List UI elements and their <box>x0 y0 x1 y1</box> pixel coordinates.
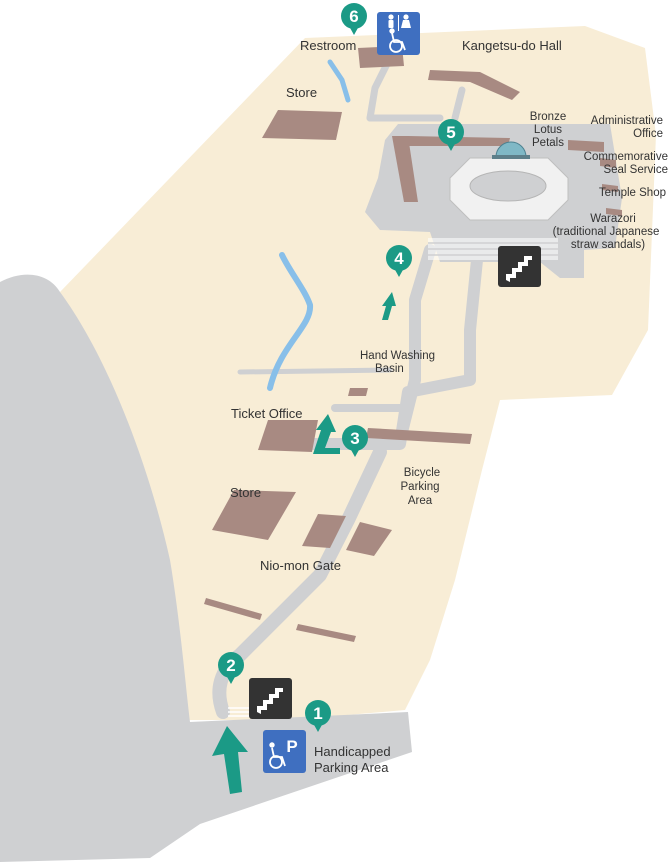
restroom-icon <box>388 14 411 31</box>
map-labels: Restroom Kangetsu-do Hall Store Bronze L… <box>230 38 668 775</box>
wall-segment-west <box>204 598 262 620</box>
marker-6-number: 6 <box>349 7 358 26</box>
marker-1[interactable]: 1 <box>305 700 331 732</box>
restroom-accessible-sign <box>377 12 420 55</box>
store-north-building <box>262 110 342 140</box>
label-bicycle-parking-area-3: Area <box>408 495 433 507</box>
store-south-building <box>212 490 296 540</box>
stairs-sign-lower <box>249 678 292 719</box>
lotus-basin-icon <box>492 141 530 159</box>
ticket-office-building <box>258 420 318 452</box>
handicapped-parking-sign: P <box>263 730 306 773</box>
temple-shop-building <box>602 184 618 192</box>
label-commemorative-seal-service-1: Commemorative <box>584 151 668 163</box>
label-temple-shop: Temple Shop <box>599 187 666 199</box>
label-administrative-office-1: Administrative <box>591 115 663 127</box>
label-hand-washing-basin-2: Basin <box>375 363 404 375</box>
stream-south <box>267 252 314 391</box>
hand-washing-basin-building <box>348 388 368 396</box>
marker-2[interactable]: 2 <box>218 652 244 684</box>
label-kangetsu-do-hall: Kangetsu-do Hall <box>462 38 562 53</box>
label-administrative-office-2: Office <box>633 128 663 140</box>
label-bronze-lotus-petals-1: Bronze <box>530 111 566 123</box>
stairs-sign-upper <box>498 246 541 287</box>
gate-building-west <box>302 514 346 548</box>
main-road <box>0 274 412 862</box>
gate-building-east <box>346 522 392 556</box>
marker-1-number: 1 <box>313 704 322 723</box>
marker-2-number: 2 <box>226 656 235 675</box>
route-arrow-icon <box>212 292 396 794</box>
stream-north <box>327 59 351 103</box>
buildings <box>204 46 622 642</box>
wall-segment-east <box>296 624 356 642</box>
marker-4-number: 4 <box>394 249 404 268</box>
kangetsu-do-hall-building <box>428 70 520 100</box>
main-hall-ring <box>469 170 547 202</box>
marker-3-number: 3 <box>350 429 359 448</box>
label-warazori-1: Warazori <box>590 213 636 225</box>
route-arrow-ticket <box>313 414 340 454</box>
label-store-north: Store <box>286 85 317 100</box>
label-warazori-2: (traditional Japanese <box>553 226 660 238</box>
marker-3[interactable]: 3 <box>342 425 368 457</box>
label-nio-mon-gate: Nio-mon Gate <box>260 558 341 573</box>
label-bicycle-parking-area-1: Bicycle <box>404 467 440 479</box>
marker-5[interactable]: 5 <box>438 119 464 151</box>
warazori-building <box>606 208 622 216</box>
label-warazori-3: straw sandals) <box>571 239 645 251</box>
label-ticket-office: Ticket Office <box>231 406 303 421</box>
wheelchair-icon <box>389 28 406 53</box>
temple-wing-west <box>392 136 418 202</box>
label-bronze-lotus-petals-2: Lotus <box>534 124 562 136</box>
marker-4[interactable]: 4 <box>386 245 412 277</box>
label-hand-washing-basin-1: Hand Washing <box>360 350 435 362</box>
label-store-south: Store <box>230 485 261 500</box>
label-restroom: Restroom <box>300 38 356 53</box>
marker-5-number: 5 <box>446 123 455 142</box>
parking-letter: P <box>286 737 297 756</box>
label-bicycle-parking-area-2: Parking <box>401 481 440 493</box>
stairs-icon <box>257 688 283 714</box>
route-arrow-start <box>212 726 248 794</box>
seal-service-building <box>600 158 616 168</box>
route-arrow-upper <box>382 292 396 320</box>
stairs-icon <box>506 256 532 282</box>
label-handicapped-parking-area-1: Handicapped <box>314 744 391 759</box>
label-commemorative-seal-service-2: Seal Service <box>603 164 668 176</box>
admin-office-building <box>568 140 604 152</box>
label-handicapped-parking-area-2: Parking Area <box>314 760 389 775</box>
bicycle-shed-building <box>366 428 472 444</box>
wheelchair-icon <box>269 742 286 769</box>
label-bronze-lotus-petals-3: Petals <box>532 137 564 149</box>
marker-6[interactable]: 6 <box>341 3 367 35</box>
